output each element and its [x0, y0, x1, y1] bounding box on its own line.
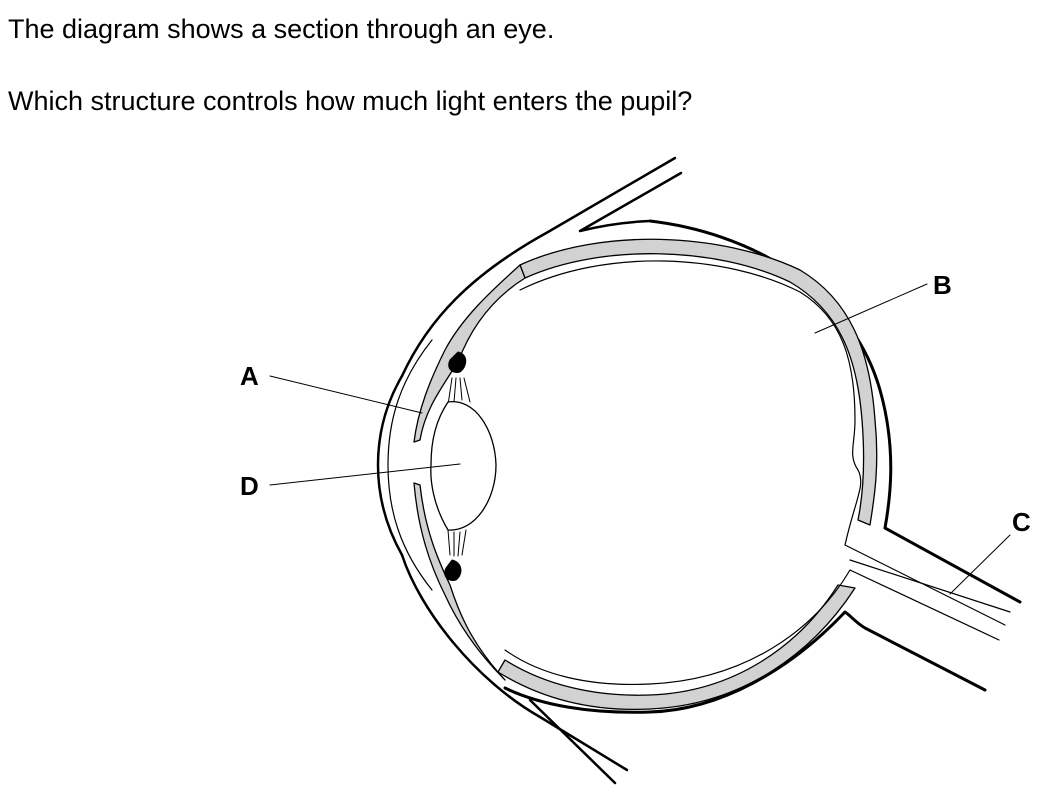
label-c: C [1012, 507, 1031, 537]
label-a: A [240, 361, 259, 391]
question-line-2: Which structure controls how much light … [8, 86, 693, 116]
upper-eyelid-fold [578, 171, 683, 233]
leader-line-c [949, 534, 1011, 595]
optic-nerve-line [849, 559, 1011, 613]
suspensory-ligaments-lower [447, 529, 467, 557]
retina [519, 260, 1006, 626]
lower-eyelid-fold [528, 698, 617, 785]
cornea-inner [387, 339, 433, 591]
lens [430, 401, 497, 531]
leader-line-d [269, 463, 461, 486]
leader-line-b [814, 283, 928, 334]
suspensory-ligaments-upper [447, 377, 471, 406]
lower-eyelid [400, 553, 629, 772]
label-d: D [240, 471, 259, 501]
iris-lower [413, 482, 506, 681]
label-b: B [933, 270, 952, 300]
leader-line-a [269, 375, 423, 414]
cornea [376, 374, 404, 557]
ciliary-muscle-upper [448, 351, 467, 373]
question-line-1: The diagram shows a section through an e… [8, 14, 555, 44]
upper-eyelid [400, 156, 677, 378]
choroid-layer [519, 238, 878, 526]
ciliary-muscle-lower [444, 559, 462, 581]
choroid-layer-lower [497, 584, 856, 711]
iris-upper [413, 264, 526, 443]
sclera-outer [648, 219, 1022, 604]
sclera-outer-lower [503, 610, 987, 714]
retina-lower [504, 569, 1000, 686]
